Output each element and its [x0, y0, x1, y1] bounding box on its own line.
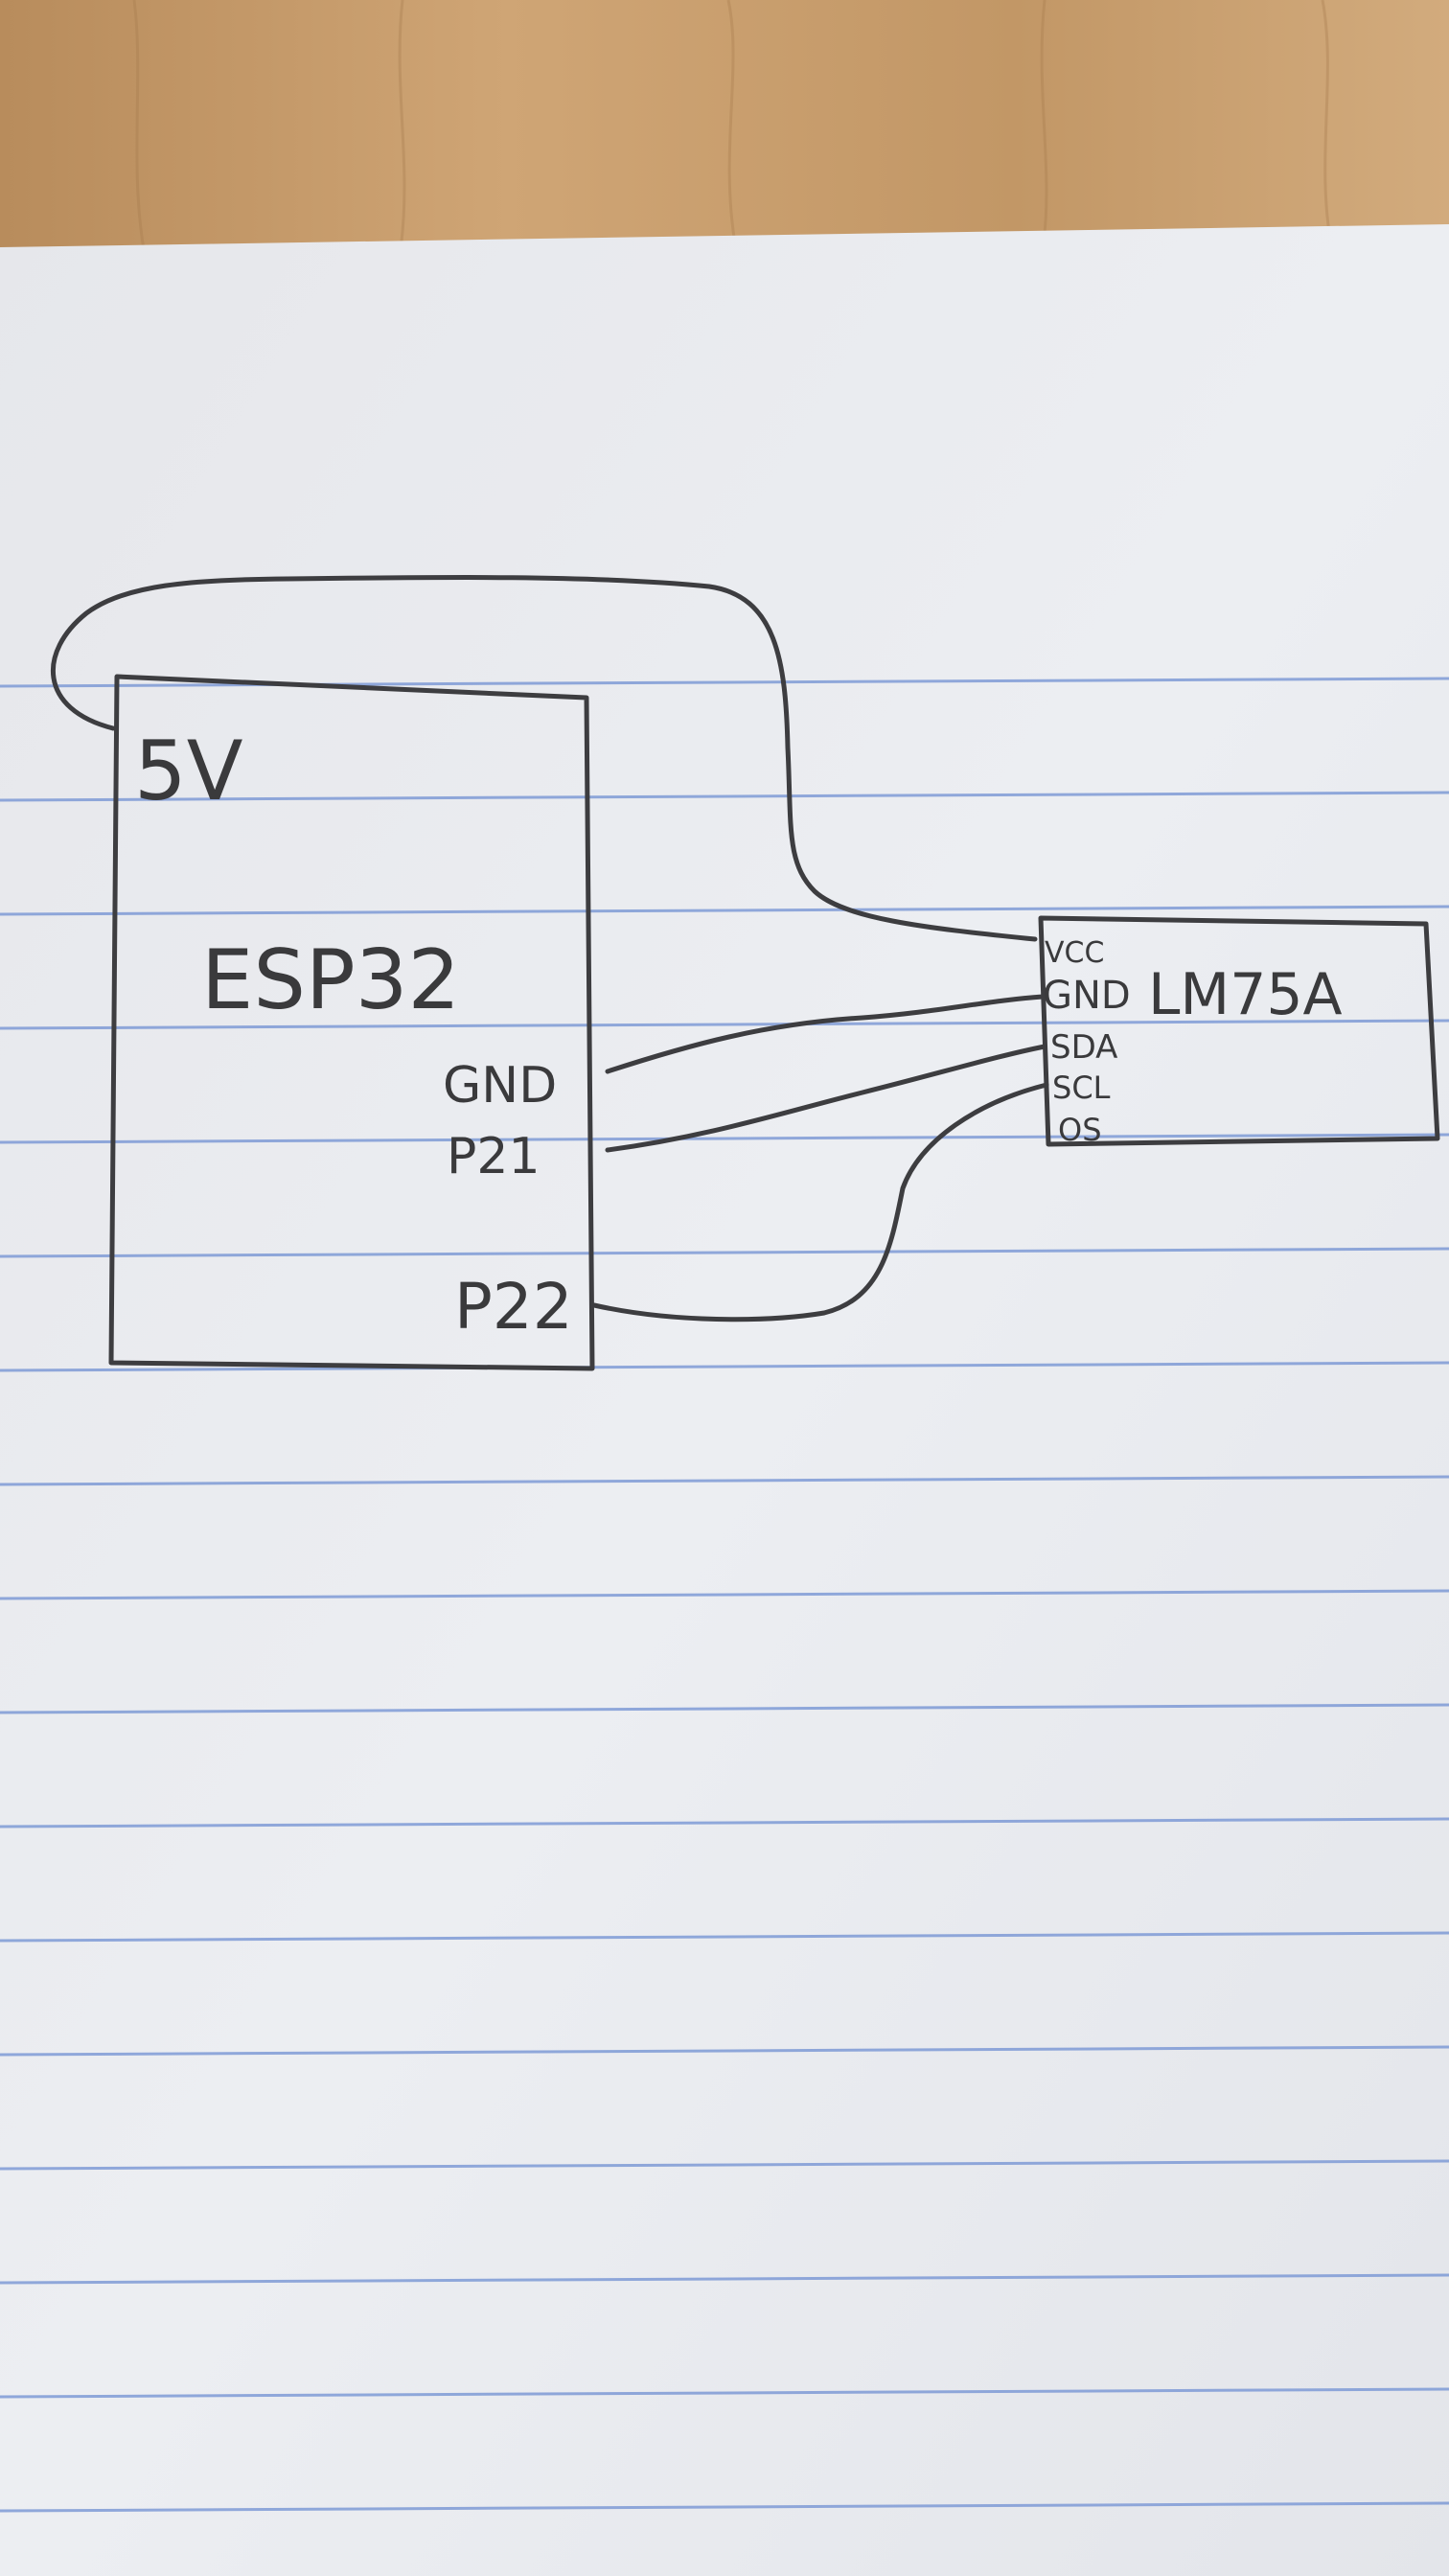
- paper-sheet: [0, 224, 1449, 2576]
- esp32-pin-5v-label: 5V: [134, 724, 243, 819]
- lm75a-pin-sda-label: SDA: [1050, 1028, 1117, 1067]
- lm75a-pin-os-label: OS: [1058, 1112, 1102, 1148]
- wood-grain: [132, 0, 1334, 250]
- ruled-line: [0, 1019, 1449, 1030]
- ruled-line: [0, 1247, 1449, 1258]
- lm75a-title: LM75A: [1148, 961, 1343, 1028]
- ruled-line: [0, 1361, 1449, 1372]
- esp32-pin-p22-label: P22: [454, 1270, 573, 1344]
- ruled-line: [0, 2159, 1449, 2171]
- ruled-line: [0, 1475, 1449, 1486]
- ruled-line: [0, 2387, 1449, 2399]
- wire-5v-to-vcc: [51, 574, 1038, 942]
- ruled-line: [0, 791, 1449, 802]
- ruled-line: [0, 1931, 1449, 1943]
- ruled-line: [0, 1133, 1449, 1144]
- esp32-pin-gnd-label: GND: [443, 1057, 557, 1115]
- ruled-line: [0, 1817, 1449, 1828]
- wood-table: [0, 0, 1449, 249]
- wire-p22-to-scl: [591, 1082, 1049, 1322]
- esp32-board-outline: [108, 674, 595, 1371]
- esp32-title: ESP32: [201, 932, 460, 1028]
- ruled-line: [0, 2501, 1449, 2513]
- ruled-lines: [0, 677, 1449, 2513]
- ruled-line: [0, 677, 1449, 688]
- lm75a-pin-scl-label: SCL: [1052, 1070, 1111, 1106]
- ruled-line: [0, 905, 1449, 916]
- ruled-line: [0, 1589, 1449, 1600]
- ruled-line: [0, 1703, 1449, 1714]
- lm75a-pin-vcc-label: VCC: [1045, 936, 1104, 970]
- wire-gnd-to-gnd: [605, 994, 1046, 1074]
- ruled-line: [0, 2273, 1449, 2285]
- lm75a-pin-gnd-label: GND: [1043, 974, 1131, 1018]
- esp32-pin-p21-label: P21: [447, 1128, 540, 1185]
- lm75a-module-outline: [1038, 915, 1440, 1147]
- ruled-line: [0, 2045, 1449, 2057]
- wire-p21-to-sda: [605, 1044, 1047, 1153]
